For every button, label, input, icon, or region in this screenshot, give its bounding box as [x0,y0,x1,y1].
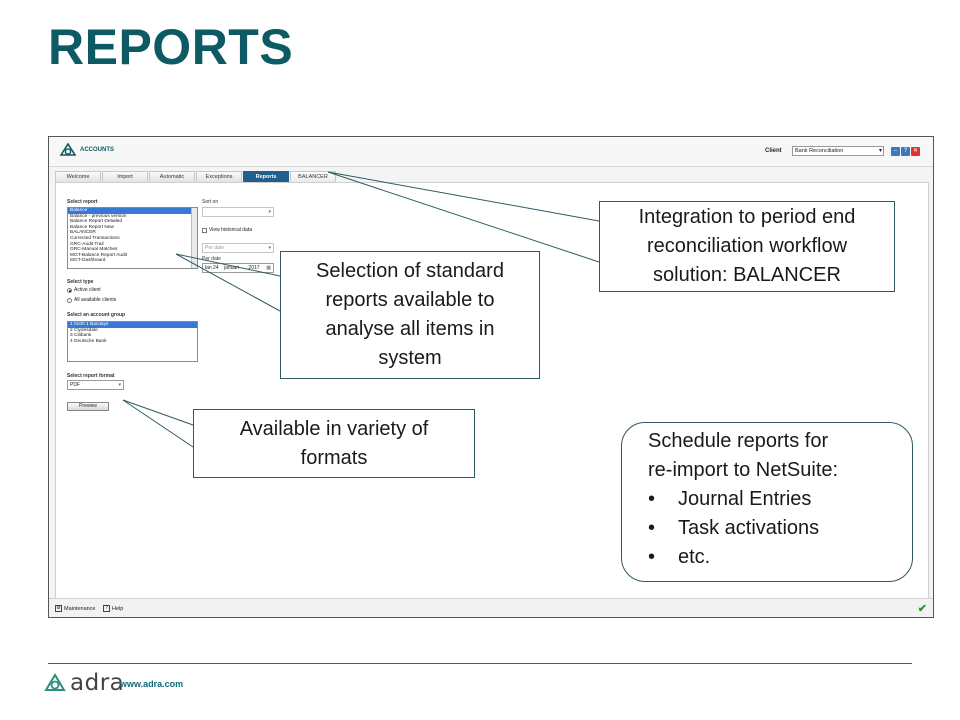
report-format-label: Select report format [67,373,115,379]
report-listbox[interactable]: Balance Balance - previous version Balan… [67,207,198,269]
radio-dot [67,297,72,303]
help-icon[interactable]: ? [901,147,910,156]
callout-schedule: Schedule reports for re-import to NetSui… [621,422,913,582]
radio-all-clients[interactable]: All available clients [67,297,116,303]
list-item[interactable]: GRC-Audit Trail [70,241,104,247]
tab-automatic[interactable]: Automatic [149,171,195,182]
close-icon[interactable]: ✕ [911,147,920,156]
help-icon: ? [103,605,110,612]
bottom-divider [48,663,912,664]
preview-button[interactable]: Preview [67,402,109,411]
list-item[interactable]: MGT-Dashboard [70,258,106,264]
list-item[interactable]: Balance [68,208,197,214]
list-item[interactable]: Balance Report New [70,224,114,230]
callout-line: formats [300,446,368,469]
per-date-label: Per date [202,256,221,262]
client-label: Client [765,148,782,154]
help-button[interactable]: ? Help [103,605,123,612]
accounts-logo: ACCOUNTS [59,143,114,157]
view-historical-label: View historical data [209,227,252,233]
chevron-down-icon: ▾ [118,382,121,388]
tab-balancer[interactable]: BALANCER [290,171,336,182]
callout-line: reconciliation workflow [646,235,848,257]
per-date-picker[interactable]: lan 24 januari 2017 ▦ [202,263,274,273]
account-group-listbox[interactable]: 1 0100 1 Barclays 2 Clydesdale 3 Citiban… [67,321,198,362]
radio-active-client[interactable]: Active client [67,287,101,293]
status-check-icon: ✔ [917,603,927,615]
callout-line: Selection of standard [316,260,504,282]
per-date-dropdown-value: Per date [205,245,224,251]
adra-logo: adra [44,670,124,696]
list-item[interactable]: MGT-Balance Report Audit [70,252,128,258]
per-date-dropdown[interactable]: Per date ▾ [202,243,274,253]
listbox-scrollbar[interactable] [191,208,197,268]
client-select[interactable]: Bank Reconciliation ▾ [792,146,884,156]
chevron-down-icon: ▾ [878,148,882,154]
report-format-value: PDF [70,382,80,388]
callout-line: re-import to NetSuite: [648,459,839,481]
maintenance-button[interactable]: ⚙ Maintenance [55,605,96,612]
maintenance-icon: ⚙ [55,605,62,612]
list-item: Journal Entries [648,485,912,514]
list-item[interactable]: Balance Report Detailed [70,219,122,225]
tab-welcome[interactable]: Welcome [55,171,101,182]
view-historical-checkbox[interactable]: View historical data [202,227,252,233]
callout-line: Schedule reports for [648,430,829,452]
list-item[interactable]: 2 Clydesdale [70,327,98,333]
list-item[interactable]: Balance - previous version [70,213,127,219]
date-year: 2017 [248,265,260,271]
callout-line: Integration to period end [638,206,856,228]
date-month: januari [224,265,240,271]
list-item[interactable]: 3 Citibank [70,333,92,339]
accounts-logo-icon [59,143,77,156]
tab-bar: Welcome Import Automatic Exceptions Repo… [55,171,337,182]
chevron-down-icon: ▾ [268,245,271,251]
radio-dot [67,287,72,293]
radio-label: Active client [74,287,101,293]
client-select-value: Bank Reconciliation [795,148,844,154]
callout-selection: Selection of standard reports available … [280,251,540,379]
calendar-icon[interactable]: ▦ [266,265,271,271]
date-day: lan 24 [205,265,219,271]
sort-on-dropdown[interactable]: ▾ [202,207,274,217]
list-item[interactable]: BALANCER [70,230,96,236]
callout-balancer: Integration to period end reconciliation… [599,201,895,292]
select-report-label: Select report [67,199,98,205]
tab-exceptions[interactable]: Exceptions [196,171,242,182]
app-topbar: ACCOUNTS Client Bank Reconciliation ▾ – … [49,137,933,167]
select-type-label: Select type [67,279,94,285]
brand-url[interactable]: www.adra.com [120,679,184,689]
report-format-dropdown[interactable]: PDF ▾ [67,380,124,390]
list-item[interactable]: GRC-Manual Matches [70,247,118,253]
callout-line: solution: BALANCER [653,264,841,286]
maintenance-label: Maintenance [64,605,96,612]
list-item[interactable]: 4 Deutsche Bank [70,338,107,344]
sort-on-label: Sort on [202,199,219,205]
list-item: Task activations [648,514,912,543]
slide-title: REPORTS [48,19,294,75]
brand-name: adra [70,670,125,696]
callout-line: reports available to [325,289,495,311]
logo-text: ACCOUNTS [80,147,114,153]
callout-formats: Available in variety of formats [193,409,475,478]
radio-label: All available clients [74,297,117,303]
app-footer: ⚙ Maintenance ? Help ✔ [49,598,933,617]
help-label: Help [112,605,124,612]
list-item: etc. [648,543,912,572]
list-item[interactable]: Corrected Transactions [70,235,120,241]
callout-line: system [378,347,442,369]
callout-line: Available in variety of [239,417,429,440]
callout-line: analyse all items in [325,318,495,340]
chevron-down-icon: ▾ [268,209,271,215]
schedule-bullet-list: Journal Entries Task activations etc. [648,485,912,572]
checkbox-box [202,227,207,233]
list-item[interactable]: 1 0100 1 Barclays [68,322,197,328]
minimize-icon[interactable]: – [891,147,900,156]
tab-reports[interactable]: Reports [243,171,289,182]
account-group-label: Select an account group [67,312,126,318]
tab-import[interactable]: Import [102,171,148,182]
adra-logo-icon [44,673,66,691]
